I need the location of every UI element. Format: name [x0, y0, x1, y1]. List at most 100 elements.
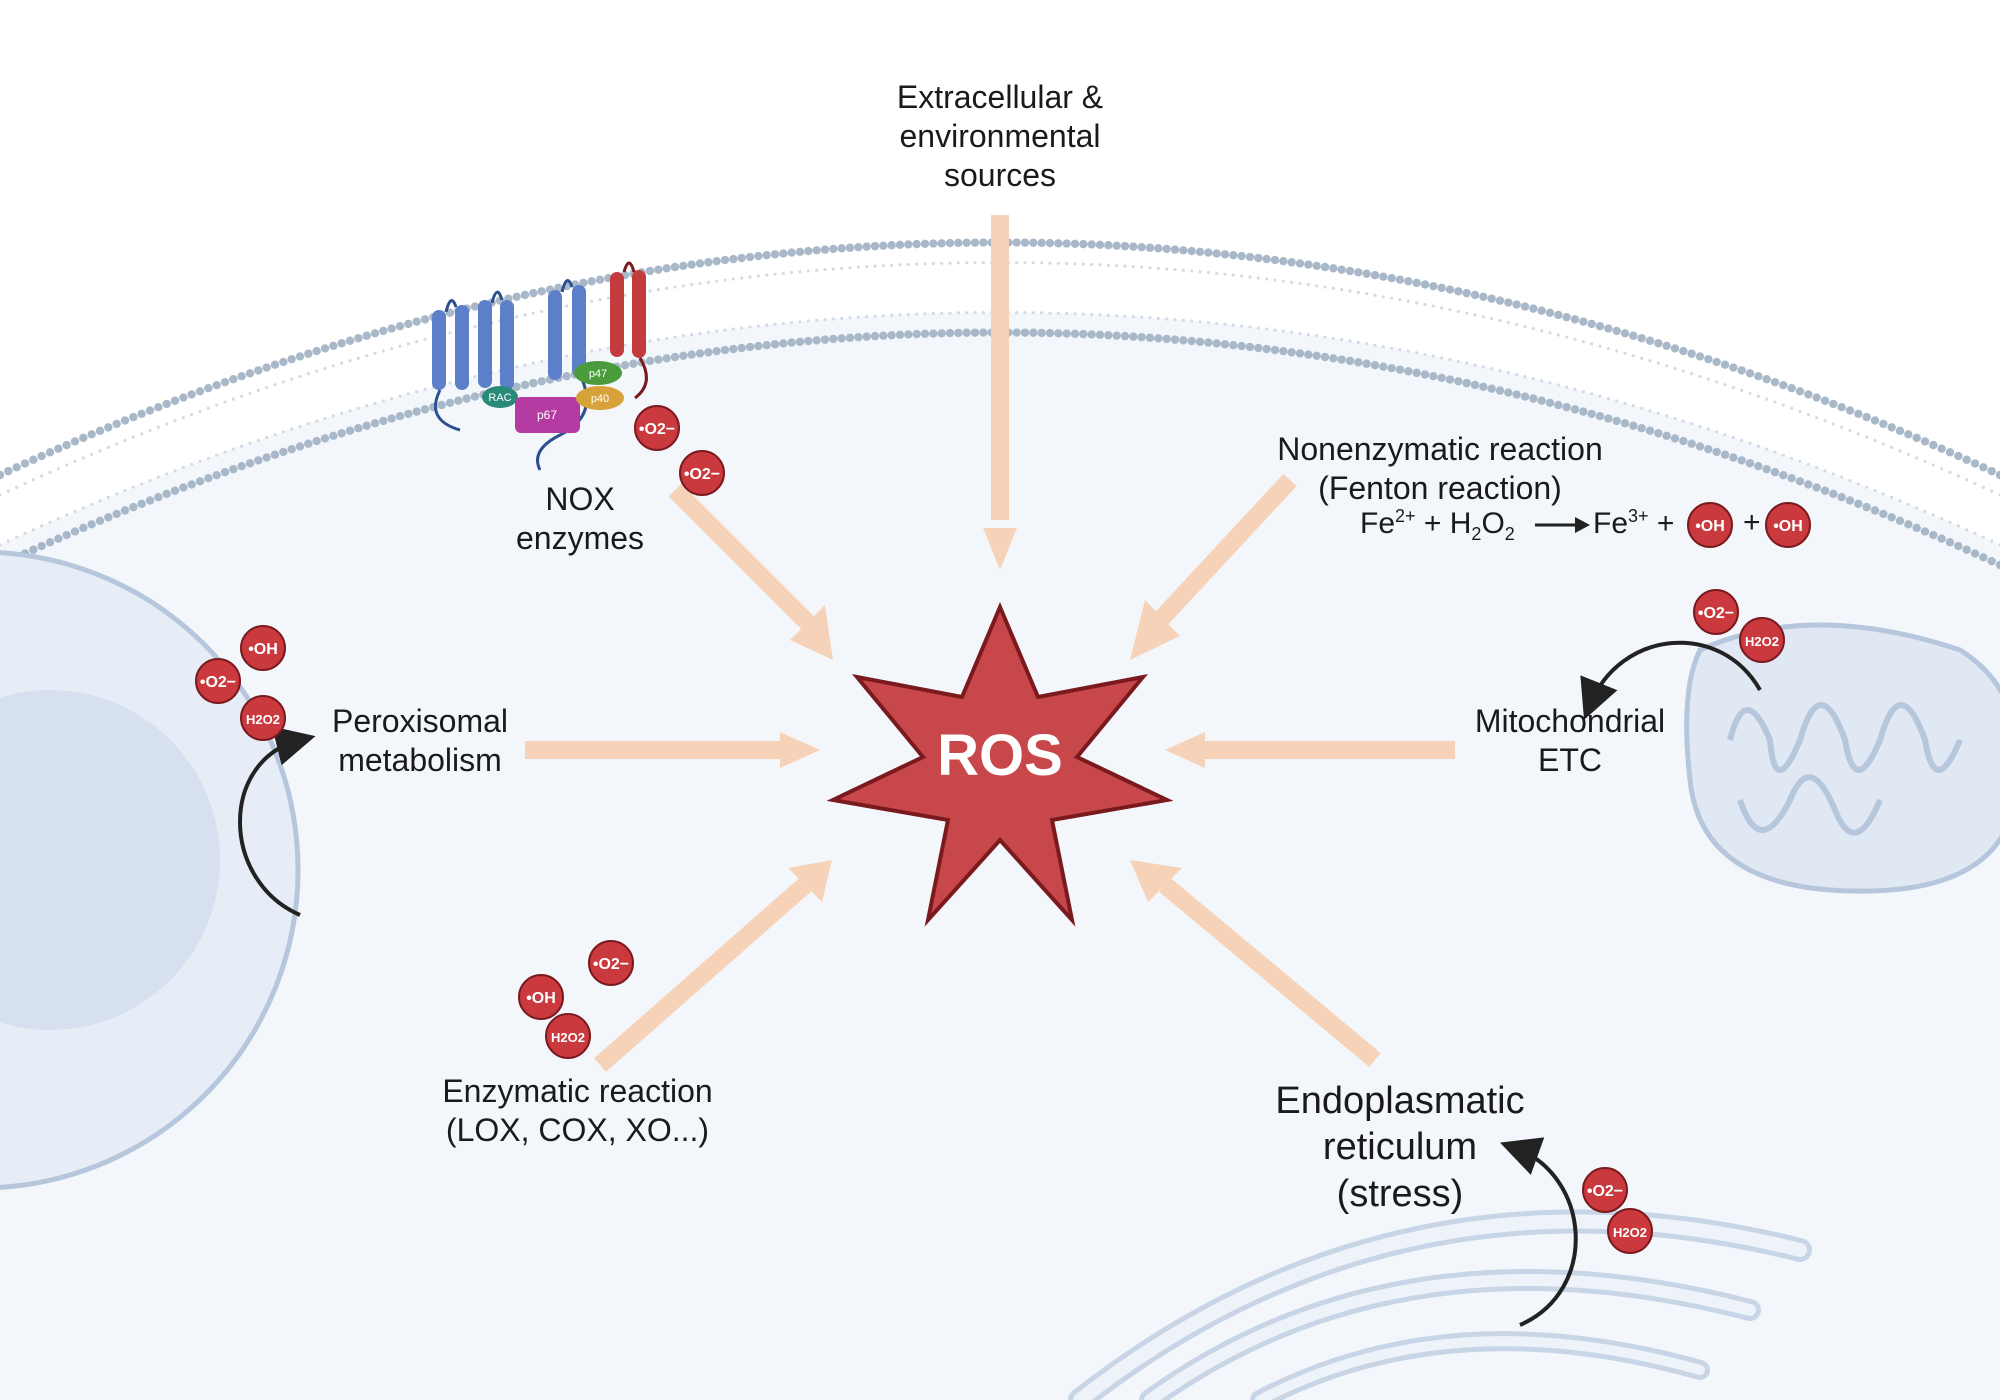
membrane-head: [1212, 339, 1221, 348]
membrane-tail: [1123, 314, 1127, 318]
membrane-head: [1412, 278, 1421, 288]
membrane-tail: [1156, 266, 1160, 270]
membrane-head: [179, 483, 188, 492]
membrane-head: [1512, 390, 1521, 399]
label-er-line2: reticulum: [1322, 1126, 1478, 1169]
membrane-tail: [123, 438, 127, 443]
membrane-head: [1429, 281, 1438, 291]
membrane-tail: [1356, 290, 1360, 294]
membrane-head: [1204, 248, 1213, 257]
membrane-head: [679, 261, 688, 271]
membrane-head: [945, 238, 955, 248]
membrane-head: [1670, 344, 1680, 353]
fenton-h-sub: 2: [1471, 524, 1482, 544]
membrane-tail: [698, 331, 702, 336]
membrane-head: [654, 265, 663, 274]
membrane-head: [1879, 509, 1888, 519]
membrane-tail: [290, 427, 294, 431]
membrane-head: [929, 239, 938, 248]
membrane-tail: [1648, 409, 1652, 413]
membrane-tail: [1223, 272, 1227, 276]
membrane-tail: [73, 509, 77, 514]
membrane-tail: [773, 322, 777, 326]
membrane-tail: [31, 528, 35, 532]
membrane-tail: [231, 447, 235, 451]
membrane-tail: [1031, 311, 1035, 315]
membrane-head: [1820, 396, 1830, 405]
ros-starburst: [826, 601, 1174, 927]
membrane-head: [870, 241, 880, 251]
membrane-tail: [1723, 433, 1727, 437]
fenton-fe3: Fe: [1593, 507, 1629, 540]
label-nonenzymatic-line2: (Fenton reaction): [1318, 470, 1562, 507]
membrane-head: [29, 545, 38, 554]
membrane-tail: [681, 334, 685, 338]
membrane-tail: [48, 520, 52, 524]
membrane-tail: [773, 272, 777, 276]
membrane-head: [895, 330, 905, 340]
membrane-head: [412, 407, 421, 416]
membrane-head: [1562, 402, 1571, 412]
membrane-head: [712, 346, 721, 356]
membrane-tail: [898, 263, 902, 267]
label-er: Endoplasmatic reticulum (stress): [1230, 1078, 1570, 1217]
membrane-tail: [1740, 388, 1744, 392]
membrane-tail: [881, 314, 885, 318]
membrane-tail: [873, 314, 877, 318]
membrane-tail: [656, 288, 660, 292]
membrane-tail: [1056, 261, 1060, 265]
membrane-tail: [281, 380, 285, 384]
hydroxyl-molecule-label: •OH: [248, 641, 278, 658]
membrane-head: [1654, 339, 1663, 348]
membrane-head: [1954, 541, 1963, 551]
membrane-tail: [1965, 478, 1969, 482]
membrane-tail: [415, 390, 419, 394]
membrane-tail: [1156, 316, 1160, 320]
membrane-tail: [598, 298, 602, 302]
membrane-tail: [648, 289, 652, 293]
membrane-head: [1962, 455, 1971, 464]
membrane-tail: [790, 270, 794, 275]
membrane-tail: [1198, 320, 1202, 324]
membrane-head: [895, 240, 905, 250]
membrane-head: [1329, 354, 1338, 363]
membrane-tail: [1781, 403, 1785, 407]
membrane-tail: [1306, 333, 1310, 337]
membrane-tail: [1840, 475, 1844, 479]
membrane-head: [1479, 292, 1488, 302]
membrane-head: [387, 324, 396, 333]
membrane-head: [979, 328, 988, 337]
membrane-tail: [1931, 463, 1935, 467]
membrane-tail: [173, 419, 177, 423]
membrane-tail: [1490, 367, 1494, 371]
membrane-head: [1104, 241, 1113, 250]
membrane-tail: [1898, 449, 1902, 453]
nucleus: [0, 550, 301, 1190]
fenton-plus2: +: [1648, 507, 1683, 540]
membrane-tail: [898, 313, 902, 317]
membrane-head: [87, 430, 96, 439]
label-mitochondrial-line2: ETC: [1538, 742, 1602, 779]
membrane-tail: [248, 441, 252, 445]
membrane-tail: [1756, 394, 1760, 398]
membrane-tail: [423, 387, 427, 391]
hydroxyl-molecule-label: •OH: [1695, 518, 1725, 535]
membrane-tail: [1681, 419, 1685, 423]
hydroxyl-molecule-icon: •OH: [240, 625, 286, 671]
membrane-head: [1879, 419, 1888, 429]
membrane-head: [1229, 250, 1238, 260]
membrane-head: [1437, 283, 1446, 293]
membrane-tail: [781, 271, 785, 276]
membrane-tail: [1281, 329, 1285, 333]
membrane-tail: [1423, 352, 1427, 357]
membrane-tail: [23, 531, 27, 536]
membrane-tail: [965, 261, 969, 265]
membrane-head: [920, 239, 930, 249]
membrane-head: [1579, 407, 1588, 416]
membrane-head: [29, 455, 38, 464]
label-nox-line2: enzymes: [515, 520, 645, 557]
membrane-tail: [81, 506, 85, 510]
membrane-head: [1995, 560, 2000, 570]
membrane-head: [945, 328, 955, 338]
membrane-tail: [1690, 372, 1694, 376]
